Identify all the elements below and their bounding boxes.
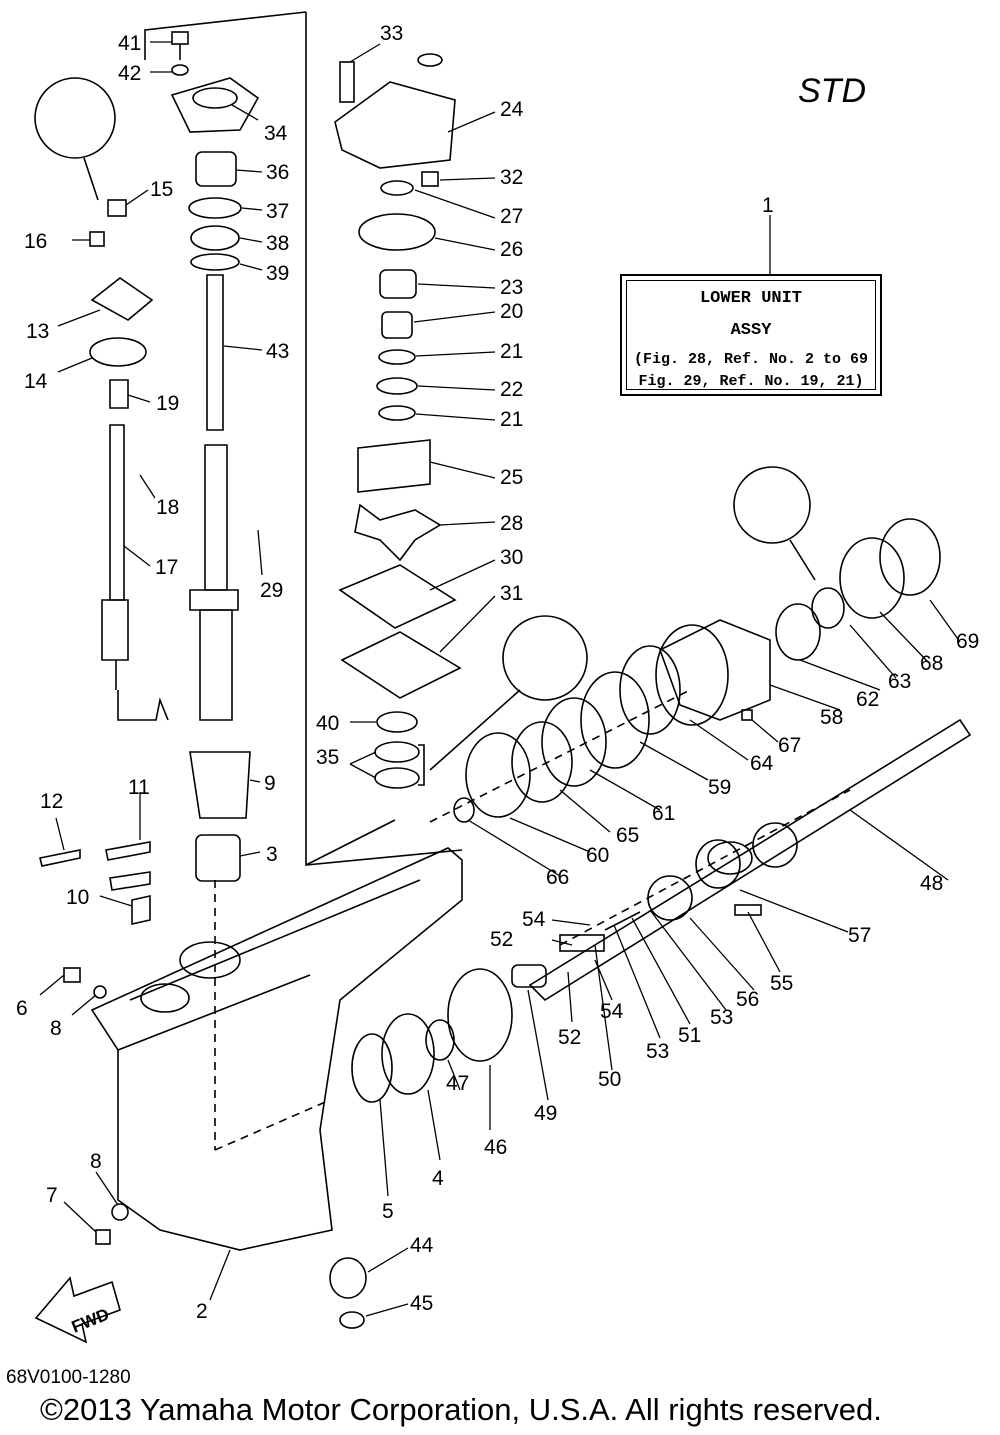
diagram-code: 68V0100-1280 (6, 1367, 131, 1388)
callout-56: 56 (736, 988, 759, 1011)
callout-63: 63 (888, 670, 911, 693)
callout-27: 27 (500, 205, 523, 228)
callout-9: 9 (264, 772, 276, 795)
callout-54-lower: 54 (600, 1000, 624, 1023)
callout-47: 47 (446, 1072, 469, 1095)
assy-box-inner: LOWER UNIT ASSY (Fig. 28, Ref. No. 2 to … (626, 280, 876, 390)
callout-21-lower: 21 (500, 408, 523, 431)
callout-67: 67 (778, 734, 801, 757)
assy-ref-line-1: (Fig. 28, Ref. No. 2 to 69 (633, 351, 869, 368)
callout-16: 16 (24, 230, 47, 253)
callout-52-lower: 52 (558, 1026, 581, 1049)
callout-34: 34 (264, 122, 288, 145)
callout-38: 38 (266, 232, 289, 255)
callout-51: 51 (678, 1024, 701, 1047)
callout-30: 30 (500, 546, 523, 569)
fwd-arrow-label: FWD (69, 1305, 112, 1337)
callout-46: 46 (484, 1136, 507, 1159)
callout-49: 49 (534, 1102, 557, 1125)
callout-50: 50 (598, 1068, 621, 1091)
callout-39: 39 (266, 262, 289, 285)
callout-59: 59 (708, 776, 731, 799)
callout-25: 25 (500, 466, 523, 489)
callout-2: 2 (196, 1300, 208, 1323)
callout-33: 33 (380, 22, 403, 45)
callout-8-upper: 8 (50, 1017, 62, 1040)
callout-40: 40 (316, 712, 339, 735)
assy-title: LOWER UNIT (699, 289, 803, 308)
callout-52-upper: 52 (490, 928, 513, 951)
callout-4: 4 (432, 1167, 444, 1190)
callout-62: 62 (856, 688, 879, 711)
callout-41: 41 (118, 32, 141, 55)
callout-21-upper: 21 (500, 340, 523, 363)
callout-32: 32 (500, 166, 523, 189)
callout-37: 37 (266, 200, 289, 223)
callout-42: 42 (118, 62, 141, 85)
callout-68: 68 (920, 652, 943, 675)
callout-48: 48 (920, 872, 943, 895)
callout-15: 15 (150, 178, 173, 201)
callout-55: 55 (770, 972, 793, 995)
callout-23: 23 (500, 276, 523, 299)
callout-26: 26 (500, 238, 523, 261)
callout-58: 58 (820, 706, 843, 729)
callout-43: 43 (266, 340, 289, 363)
assy-subtitle: ASSY (730, 321, 772, 340)
callout-65: 65 (616, 824, 639, 847)
callout-3: 3 (266, 843, 278, 866)
callout-60: 60 (586, 844, 609, 867)
callout-28: 28 (500, 512, 523, 535)
callout-12: 12 (40, 790, 63, 813)
callout-20: 20 (500, 300, 523, 323)
callout-45: 45 (410, 1292, 433, 1315)
callout-66: 66 (546, 866, 569, 889)
callout-44: 44 (410, 1234, 434, 1257)
callout-7: 7 (46, 1184, 58, 1207)
callout-69: 69 (956, 630, 979, 653)
callout-19: 19 (156, 392, 179, 415)
callout-22: 22 (500, 378, 523, 401)
copyright-notice: ©2013 Yamaha Motor Corporation, U.S.A. A… (40, 1392, 882, 1427)
callout-1: 1 (762, 194, 774, 217)
callout-35: 35 (316, 746, 339, 769)
callout-24: 24 (500, 98, 524, 121)
callout-17: 17 (155, 556, 178, 579)
callout-10: 10 (66, 886, 89, 909)
callout-31: 31 (500, 582, 523, 605)
callout-18: 18 (156, 496, 179, 519)
callout-13: 13 (26, 320, 49, 343)
lower-unit-assy-box: LOWER UNIT ASSY (Fig. 28, Ref. No. 2 to … (620, 274, 882, 396)
callout-11: 11 (128, 776, 150, 799)
callout-64: 64 (750, 752, 774, 775)
callout-29: 29 (260, 579, 283, 602)
assy-ref-line-2: Fig. 29, Ref. No. 19, 21) (638, 373, 864, 390)
callout-8-lower: 8 (90, 1150, 102, 1173)
callout-5: 5 (382, 1200, 394, 1223)
callout-54-upper: 54 (522, 908, 546, 931)
callout-53-lower: 53 (646, 1040, 669, 1063)
callout-6: 6 (16, 997, 28, 1020)
callout-57: 57 (848, 924, 871, 947)
callout-36: 36 (266, 161, 289, 184)
callout-14: 14 (24, 370, 48, 393)
std-label: STD (798, 72, 866, 110)
callout-53-upper: 53 (710, 1006, 733, 1029)
callout-61: 61 (652, 802, 675, 825)
